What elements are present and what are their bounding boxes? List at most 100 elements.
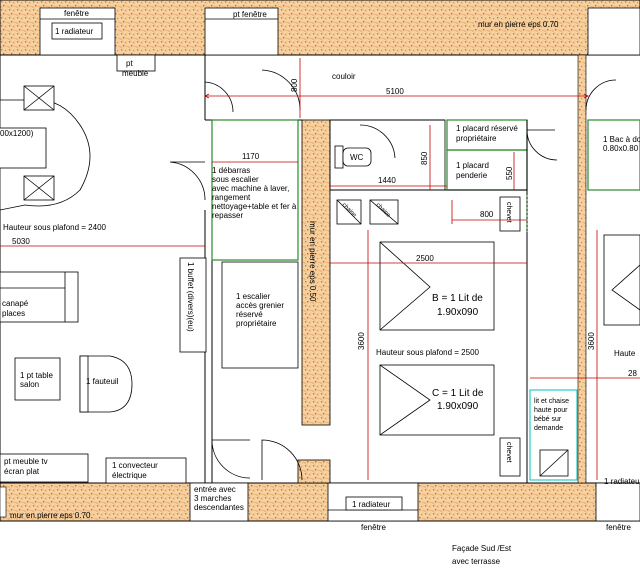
window-bottom-mid-label: fenêtre bbox=[361, 523, 386, 532]
lit-chaise-bebe: lit et chaise haute pour bébé sur demand… bbox=[529, 389, 578, 481]
svg-text:5100: 5100 bbox=[386, 87, 404, 96]
door-wc bbox=[359, 124, 396, 159]
dimension-3600-right: 3600 bbox=[587, 230, 598, 480]
svg-text:entrée avec: entrée avec bbox=[194, 485, 236, 494]
convecteur: 1 convecteur électrique bbox=[105, 457, 187, 484]
ceiling-chambre: Hauteur sous plafond = 2500 bbox=[376, 348, 480, 357]
meuble-tv: pt meuble tv écran plat bbox=[0, 453, 89, 483]
wall-top-right-label: mur en pierre eps 0.70 bbox=[478, 20, 559, 29]
dimension-850: 850 bbox=[420, 125, 431, 190]
bed-c: C = 1 Lit de 1.90x090 bbox=[379, 364, 495, 436]
canape: canapé places bbox=[0, 271, 79, 323]
svg-text:chevet: chevet bbox=[505, 202, 512, 223]
chevet-1: chevet bbox=[499, 196, 521, 232]
svg-text:3600: 3600 bbox=[357, 332, 366, 350]
ceiling-salon: Hauteur sous plafond = 2400 bbox=[3, 223, 107, 232]
bed-b: B = 1 Lit de 1.90x090 bbox=[379, 241, 495, 331]
dimension-28: 28 bbox=[530, 369, 640, 379]
svg-text:0.80x0.80: 0.80x0.80 bbox=[603, 144, 639, 153]
svg-text:chevet: chevet bbox=[505, 442, 512, 463]
chaise-2: chaise bbox=[369, 199, 399, 225]
svg-text:1 radiateur: 1 radiateur bbox=[352, 500, 391, 509]
wall-right-room bbox=[577, 54, 587, 484]
svg-text:penderie: penderie bbox=[456, 171, 488, 180]
svg-text:1 débarras: 1 débarras bbox=[212, 166, 250, 175]
svg-text:1.90x090: 1.90x090 bbox=[437, 307, 479, 318]
radiator-top: 1 radiateur bbox=[51, 22, 103, 40]
svg-text:réservé: réservé bbox=[236, 310, 263, 319]
svg-text:avec machine à laver,: avec machine à laver, bbox=[212, 184, 289, 193]
svg-text:1170: 1170 bbox=[242, 152, 260, 161]
svg-text:meuble: meuble bbox=[122, 69, 149, 78]
svg-text:3 marches: 3 marches bbox=[194, 494, 231, 503]
svg-text:1 pt table: 1 pt table bbox=[20, 371, 53, 380]
wall-bottom-left-label: mur en pierre eps 0.70 bbox=[10, 511, 91, 520]
wall-stone-vertical: mur en pierre eps 0.50 bbox=[297, 119, 331, 484]
svg-text:électrique: électrique bbox=[112, 471, 147, 480]
svg-text:1 placard réservé: 1 placard réservé bbox=[456, 124, 518, 133]
pt-meuble: pt meuble bbox=[116, 54, 156, 78]
dimension-5100: 5100 bbox=[204, 87, 589, 99]
svg-text:écran plat: écran plat bbox=[4, 467, 40, 476]
bac-douche-label: 1 Bac à do 0.80x0.80 bbox=[603, 135, 640, 153]
wall-bottom bbox=[0, 482, 640, 522]
window-bottom-right: fenêtre bbox=[595, 482, 640, 532]
dimension-5030: 5030 bbox=[0, 237, 205, 247]
dining-table: 00x1200) bbox=[0, 85, 91, 211]
svg-text:lit et chaise: lit et chaise bbox=[534, 398, 569, 405]
svg-text:2500: 2500 bbox=[416, 254, 434, 263]
svg-text:propriétaire: propriétaire bbox=[456, 134, 497, 143]
svg-text:800: 800 bbox=[290, 78, 299, 92]
door-chambre bbox=[526, 129, 558, 161]
svg-text:550: 550 bbox=[505, 166, 514, 180]
svg-text:rangement: rangement bbox=[212, 193, 251, 202]
svg-text:pt meuble tv: pt meuble tv bbox=[4, 457, 48, 466]
buffet: 1 buffet (divers)(eu) bbox=[179, 257, 207, 353]
svg-text:1 Bac à do: 1 Bac à do bbox=[603, 135, 640, 144]
wall-vertical-label: mur en pierre eps 0.50 bbox=[308, 221, 317, 302]
entrance-opening bbox=[189, 482, 249, 522]
chaise-1: chaise bbox=[336, 199, 362, 225]
door-bottom-left bbox=[211, 439, 251, 479]
chevet-2: chevet bbox=[499, 437, 521, 477]
door-corridor bbox=[204, 55, 234, 113]
svg-text:1 buffet (divers)(eu): 1 buffet (divers)(eu) bbox=[186, 262, 195, 332]
debarras-room bbox=[211, 119, 299, 261]
placard-penderie-label: 1 placard penderie bbox=[456, 161, 489, 180]
svg-text:WC: WC bbox=[350, 153, 364, 162]
svg-text:Façade Sud /Est: Façade Sud /Est bbox=[452, 544, 512, 553]
door-entrance bbox=[261, 439, 303, 481]
svg-text:B = 1 Lit de: B = 1 Lit de bbox=[432, 293, 483, 304]
window-bottom-left bbox=[0, 486, 7, 518]
window-bottom-right-label: fenêtre bbox=[606, 523, 631, 532]
entree-label: entrée avec 3 marches descendantes bbox=[194, 485, 244, 512]
svg-text:sous escalier: sous escalier bbox=[212, 175, 259, 184]
window-top-mid: pt fenêtre bbox=[204, 7, 279, 56]
svg-text:descendantes: descendantes bbox=[194, 503, 244, 512]
svg-text:repasser: repasser bbox=[212, 211, 243, 220]
svg-text:1 escalier: 1 escalier bbox=[236, 292, 271, 301]
svg-text:1 fauteuil: 1 fauteuil bbox=[86, 377, 119, 386]
svg-text:850: 850 bbox=[420, 151, 429, 165]
window-top-right bbox=[587, 7, 640, 56]
svg-text:3600: 3600 bbox=[587, 332, 596, 350]
svg-text:canapé: canapé bbox=[2, 299, 29, 308]
dimension-2500: 2500 bbox=[330, 254, 527, 264]
svg-text:28: 28 bbox=[628, 369, 637, 378]
escalier-box bbox=[221, 261, 299, 369]
dimension-3600-left: 3600 bbox=[357, 230, 369, 480]
wc-fixture: WC bbox=[334, 145, 372, 169]
dimension-1440: 1440 bbox=[330, 176, 447, 187]
svg-text:1.90x090: 1.90x090 bbox=[437, 401, 479, 412]
svg-text:1440: 1440 bbox=[378, 176, 396, 185]
debarras-label: 1 débarras sous escalier avec machine à … bbox=[212, 166, 297, 220]
svg-text:pt: pt bbox=[126, 59, 133, 68]
escalier-label: 1 escalier accès grenier réservé proprié… bbox=[236, 292, 284, 328]
door-debarras bbox=[261, 69, 301, 111]
facade-caption: Façade Sud /Est avec terrasse bbox=[452, 544, 512, 566]
svg-text:propriétaire: propriétaire bbox=[236, 319, 277, 328]
pt-table-salon: 1 pt table salon bbox=[14, 357, 61, 401]
svg-text:1 convecteur: 1 convecteur bbox=[112, 461, 158, 470]
svg-text:avec terrasse: avec terrasse bbox=[452, 557, 501, 566]
svg-text:bébé sur: bébé sur bbox=[534, 416, 562, 423]
